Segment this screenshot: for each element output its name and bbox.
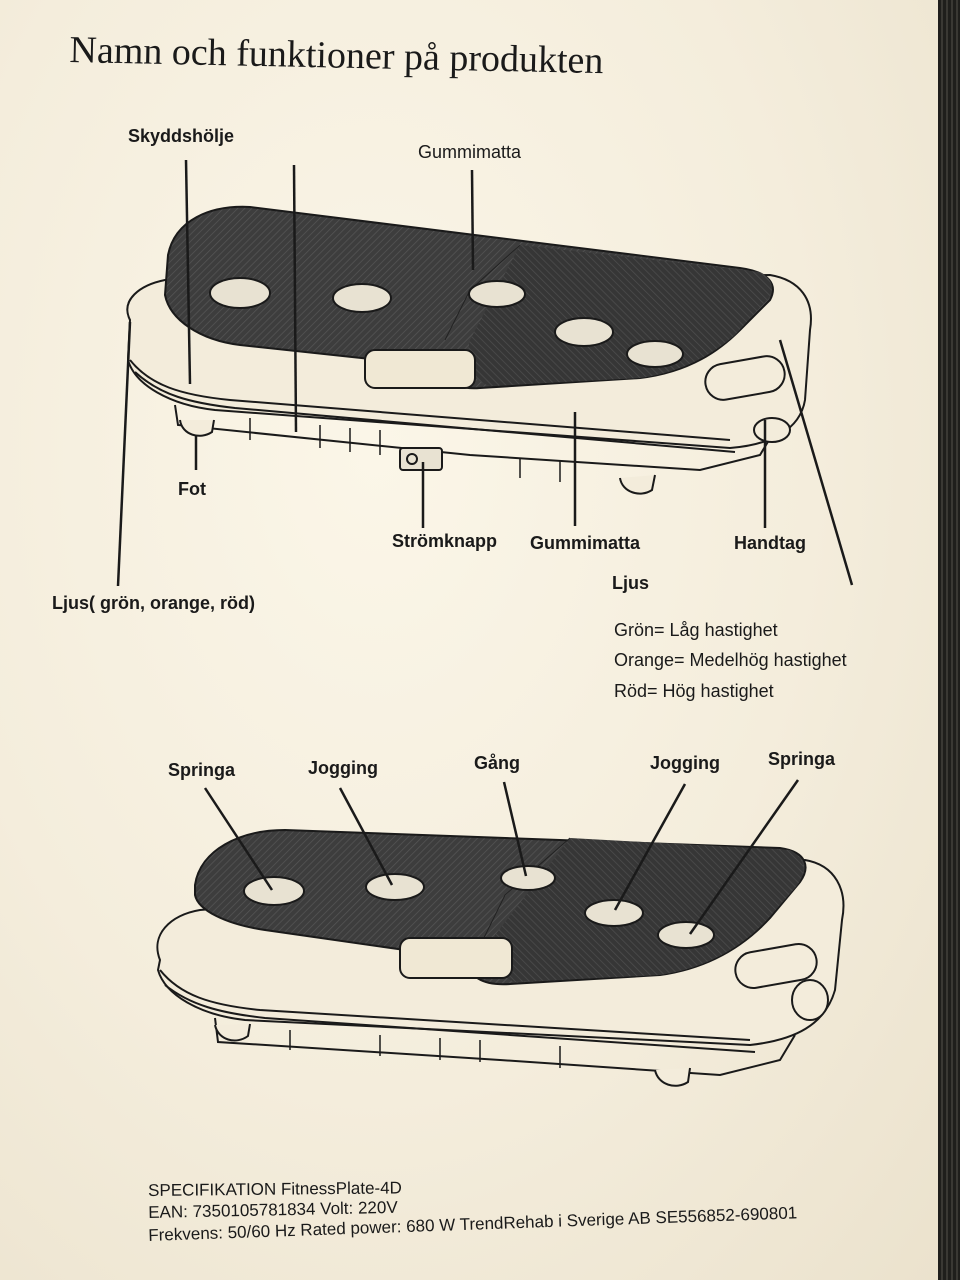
label-gummimatta-bottom: Gummimatta — [530, 533, 641, 553]
label-springa-right: Springa — [768, 749, 836, 769]
product-diagrams — [116, 159, 854, 1087]
label-gummimatta-top: Gummimatta — [418, 142, 522, 162]
label-skyddsholje: Skyddshölje — [128, 126, 235, 146]
ljus-legend-item: Röd= Hög hastighet — [614, 681, 774, 701]
label-stromknapp: Strömknapp — [392, 531, 498, 551]
label-handtag: Handtag — [734, 533, 806, 553]
ljus-legend-item: Orange= Medelhög hastighet — [614, 650, 847, 670]
label-ljus-colors: Ljus( grön, orange, röd) — [52, 593, 255, 613]
ljus-legend-heading: Ljus — [612, 573, 650, 593]
ljus-legend-item: Grön= Låg hastighet — [614, 620, 778, 640]
background-surface — [938, 0, 960, 1280]
vibration-plate-diagram-2 — [156, 779, 845, 1087]
label-gang: Gång — [474, 753, 521, 773]
label-jogging-left: Jogging — [308, 758, 378, 778]
label-fot: Fot — [178, 479, 206, 499]
label-jogging-right: Jogging — [650, 753, 720, 773]
vibration-plate-diagram-1 — [116, 159, 854, 587]
label-springa-left: Springa — [168, 760, 236, 780]
manual-page — [0, 0, 938, 1280]
